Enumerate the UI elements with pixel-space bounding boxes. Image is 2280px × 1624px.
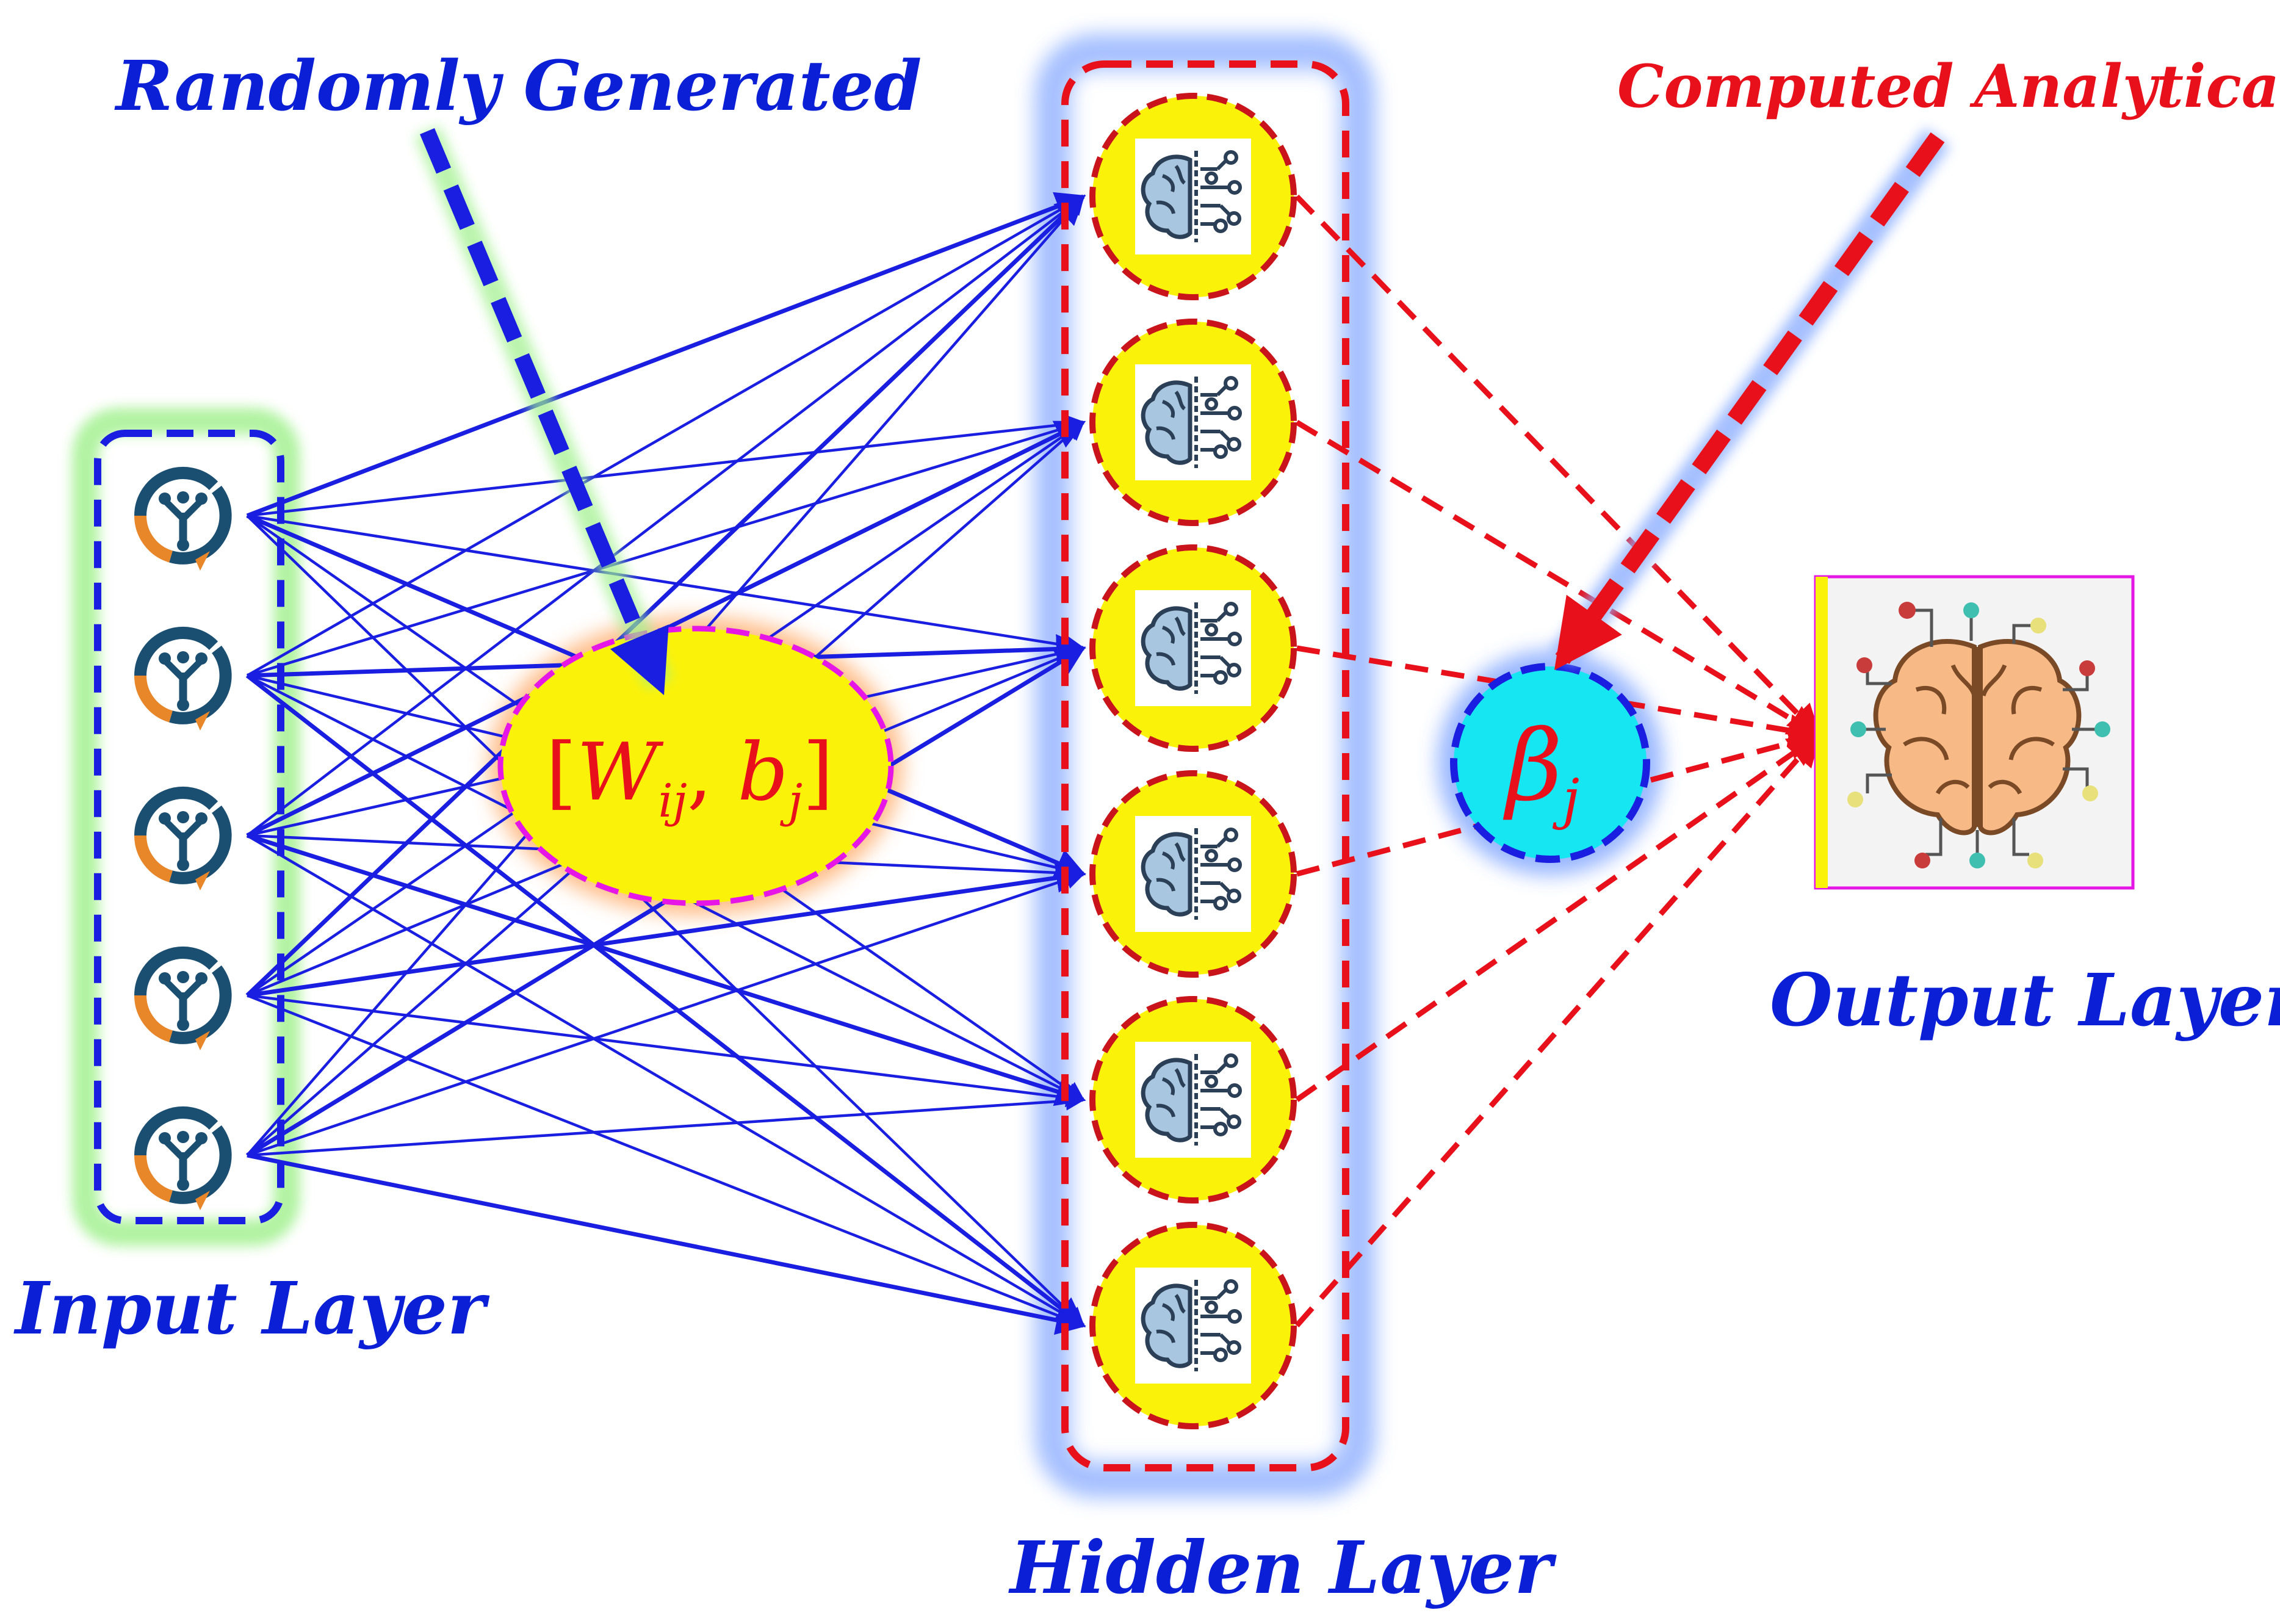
random-arrow: [420, 128, 669, 696]
brain-circuit-icon: [1135, 1268, 1251, 1384]
beta-node-border: [1450, 663, 1650, 863]
input-nodes: [134, 467, 232, 1210]
input-layer-box: [94, 430, 284, 1224]
hidden-node-border: [1089, 1222, 1297, 1429]
edge-input-1-hidden-2: [247, 414, 1086, 518]
hidden-node-border: [1089, 996, 1297, 1204]
weights-label: [Wij, bj]: [546, 726, 833, 828]
edge-hidden-1-output: [1294, 194, 1821, 738]
input-layer-label: Input Layer: [13, 1266, 490, 1351]
brain-circuit-icon: [1135, 1042, 1251, 1158]
edge-input-3-hidden-1: [246, 195, 1085, 837]
circuit-cycle-icon: [134, 467, 232, 571]
computed-analytically-label: Computed Analytically: [1617, 52, 2280, 121]
hidden-node-border: [1089, 319, 1297, 526]
beta-label: βj: [1503, 709, 1579, 831]
circuit-cycle-icon: [134, 627, 232, 731]
edge-input-2-hidden-2: [247, 418, 1086, 677]
hidden-layer-glow: [1034, 34, 1376, 1498]
hidden-node-4: [1089, 770, 1297, 978]
edge-input-3-hidden-5: [246, 833, 1086, 1106]
edge-input-2-hidden-6: [245, 674, 1086, 1328]
output-node: [1814, 575, 2135, 890]
brain-circuit-icon: [1135, 364, 1251, 480]
hidden-node-6: [1089, 1222, 1297, 1429]
output-layer-label: Output Layer: [1770, 958, 2280, 1042]
brain-circuit-icon: [1135, 816, 1251, 932]
hidden-nodes: [1089, 93, 1297, 1429]
weights-node-border: [497, 626, 894, 906]
weights-node: [500, 629, 891, 903]
hidden-node-2: [1089, 319, 1297, 526]
edge-input-1-hidden-1: [246, 192, 1086, 518]
brain-network-icon: [1847, 602, 2110, 868]
beta-node: [1454, 666, 1647, 859]
hidden-node-5: [1089, 996, 1297, 1204]
edge-input-1-hidden-3: [247, 514, 1086, 655]
hidden-node-border: [1089, 770, 1297, 978]
edge-hidden-2-output: [1295, 420, 1822, 738]
hidden-node-border: [1089, 544, 1297, 752]
edge-input-5-hidden-4: [247, 870, 1085, 1157]
edge-input-4-hidden-6: [247, 994, 1085, 1329]
edge-input-1-hidden-6: [246, 514, 1085, 1327]
hidden-layer-label: Hidden Layer: [1008, 1525, 1557, 1610]
edge-input-2-hidden-1: [246, 195, 1085, 677]
hidden-node-border: [1089, 93, 1297, 300]
brain-circuit-icon: [1135, 590, 1251, 706]
edge-hidden-5-output: [1295, 733, 1822, 1102]
edge-input-5-hidden-6: [247, 1153, 1086, 1335]
circuit-cycle-icon: [134, 1106, 232, 1210]
edge-input-4-hidden-4: [247, 863, 1086, 998]
computed-arrow: [1554, 132, 1945, 671]
edge-input-4-hidden-1: [245, 194, 1086, 997]
hidden-node-3: [1089, 544, 1297, 752]
edge-input-3-hidden-6: [246, 834, 1085, 1327]
brain-circuit-icon: [1135, 139, 1251, 254]
hidden-node-1: [1089, 93, 1297, 300]
edge-input-5-hidden-5: [247, 1091, 1086, 1157]
circuit-cycle-icon: [134, 787, 232, 890]
hidden-layer-box: [1061, 60, 1349, 1471]
circuit-cycle-icon: [134, 947, 232, 1050]
edge-input-4-hidden-5: [247, 994, 1086, 1108]
edge-hidden-6-output: [1294, 732, 1821, 1327]
randomly-generated-label: Randomly Generated: [114, 46, 922, 126]
